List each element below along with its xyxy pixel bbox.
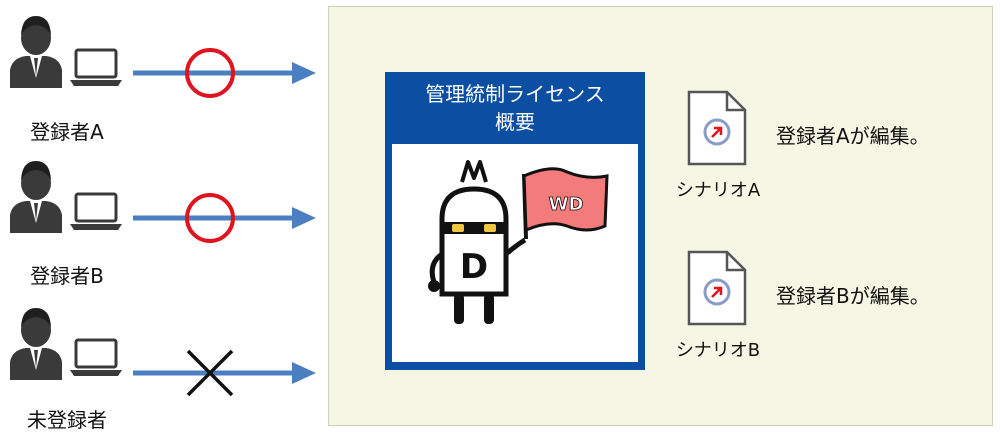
license-title-line1: 管理統制ライセンス <box>425 82 605 106</box>
mascot-letter: D <box>460 247 488 287</box>
access-arrow <box>133 62 316 84</box>
scenario-file-icon <box>687 250 747 326</box>
flag-text: WD <box>549 194 584 215</box>
laptop-icon <box>68 192 124 232</box>
denied-mark-icon <box>186 349 234 397</box>
allowed-mark-icon <box>185 48 235 98</box>
scenario-file-icon <box>687 90 747 166</box>
license-title-line2: 概要 <box>495 110 535 134</box>
user-label: 未登録者 <box>27 408 107 432</box>
allowed-mark-icon <box>185 193 235 243</box>
scenario-file-label: シナリオB <box>675 340 761 361</box>
user-access-diagram <box>10 16 316 397</box>
access-arrow <box>133 362 316 384</box>
scenario-file-label: シナリオA <box>675 180 761 201</box>
user-label: 登録者B <box>30 264 104 288</box>
user-label: 登録者A <box>30 120 104 144</box>
license-illustration-area: WD D <box>392 144 638 362</box>
user-icon <box>10 161 62 233</box>
scenario-description: 登録者Bが編集。 <box>776 284 930 308</box>
user-icon <box>10 16 62 88</box>
laptop-icon <box>68 338 124 378</box>
access-arrow <box>133 207 316 229</box>
user-icon <box>10 308 62 380</box>
license-box: 管理統制ライセンス 概要 WD D <box>385 72 645 370</box>
laptop-icon <box>68 48 124 88</box>
scenario-description: 登録者Aが編集。 <box>776 124 930 148</box>
robot-mascot-icon: WD D <box>428 160 609 324</box>
license-title: 管理統制ライセンス 概要 <box>385 80 645 136</box>
